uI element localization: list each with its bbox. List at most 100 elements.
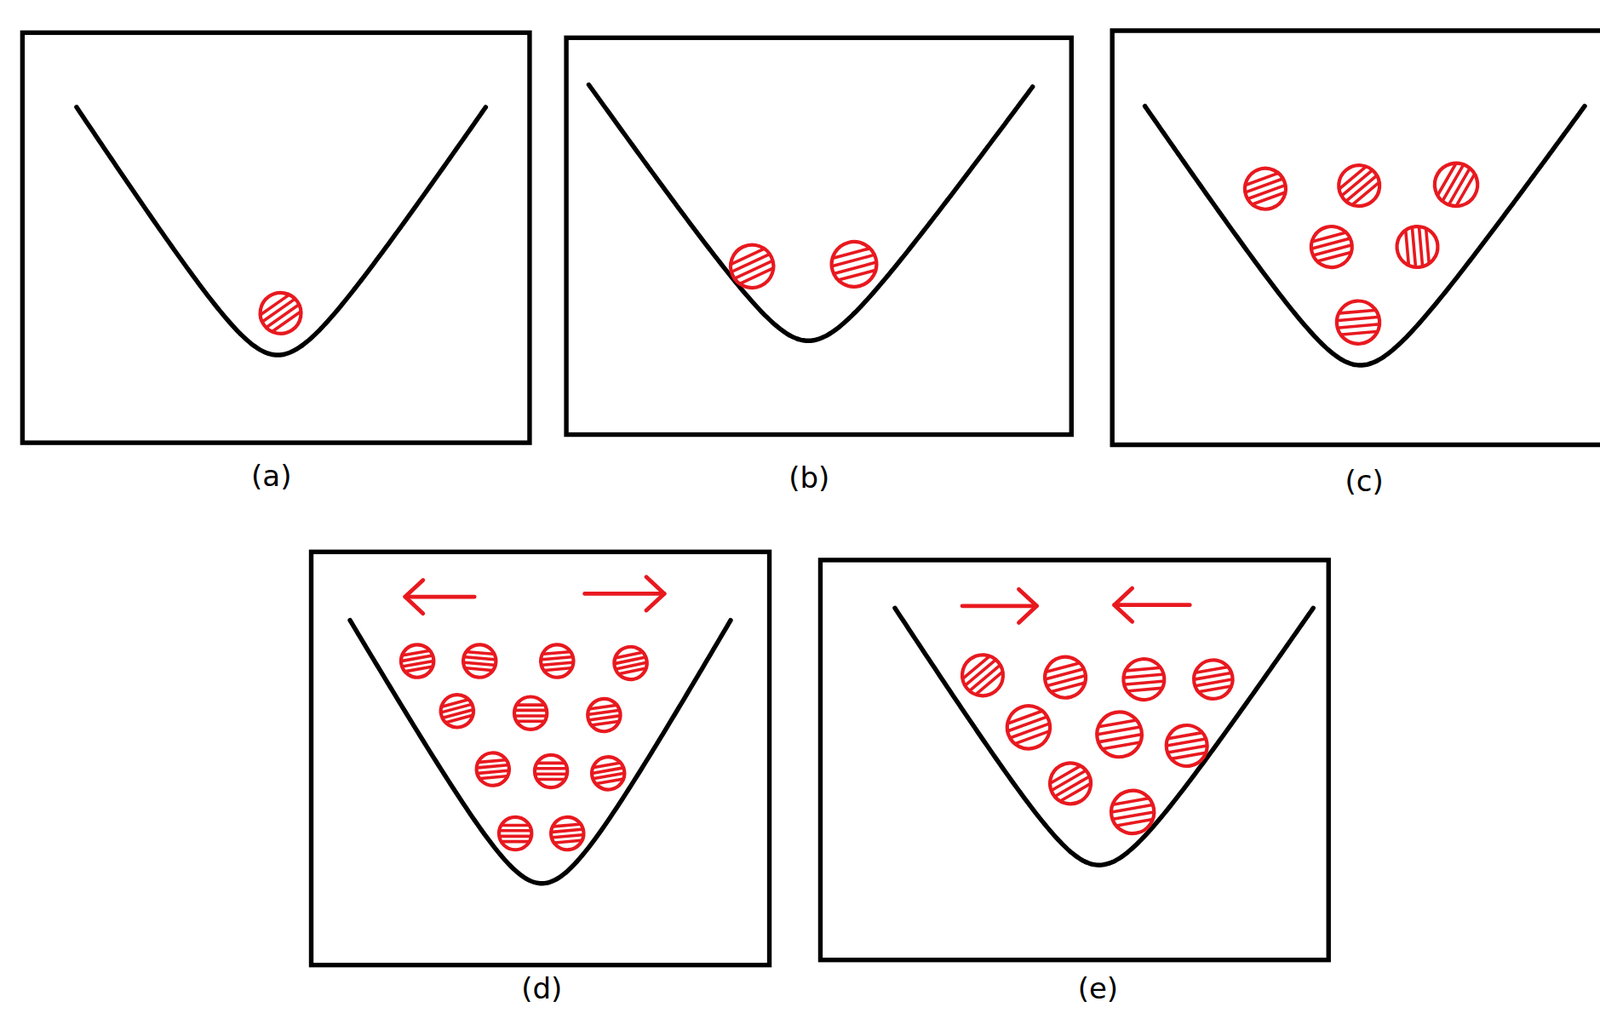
particle-outline <box>1040 652 1091 703</box>
particle-outline <box>534 755 568 788</box>
particle-hatch <box>516 709 546 713</box>
particle-outline <box>1001 699 1057 756</box>
arrow-shaft <box>584 591 665 597</box>
particle <box>1040 652 1091 703</box>
particle-outline <box>514 696 547 729</box>
particle-hatch <box>536 772 567 776</box>
particle-hatch <box>976 672 1002 694</box>
motion-arrow <box>962 589 1037 623</box>
particle-hatch <box>1340 309 1375 313</box>
particle-hatch <box>1456 175 1474 206</box>
particle <box>585 696 623 734</box>
panel-frame <box>820 560 1329 961</box>
particle-hatch <box>502 840 529 844</box>
particle <box>1427 155 1486 215</box>
particle-hatch <box>402 650 429 655</box>
particle-hatch <box>592 721 619 725</box>
panel-frame <box>310 551 769 965</box>
particle-hatch <box>500 829 531 833</box>
particle-hatch <box>1015 731 1049 744</box>
particle <box>1107 787 1158 838</box>
particle-hatch <box>406 666 432 671</box>
particle-hatch <box>517 719 545 723</box>
particle-hatch <box>542 657 573 660</box>
particle-hatch <box>480 776 506 780</box>
particle-hatch <box>1172 752 1205 759</box>
particle-hatch <box>1128 688 1161 691</box>
particle-hatch <box>1196 679 1232 686</box>
particle <box>1093 708 1146 761</box>
particle-outline <box>398 642 436 680</box>
particle <box>1190 657 1236 703</box>
particle-hatch <box>464 662 495 666</box>
particle-outline <box>498 817 532 850</box>
particle <box>436 691 477 732</box>
particle-outline <box>1395 224 1440 270</box>
particle <box>498 817 532 850</box>
potential-well-curve <box>588 84 1033 341</box>
panel-label: (b) <box>788 462 830 494</box>
particle-outline <box>1306 222 1357 273</box>
particle-hatch <box>1196 667 1228 673</box>
particle-outline <box>1107 787 1158 838</box>
particle-outline <box>436 691 477 732</box>
particle-hatch <box>479 760 505 763</box>
particle-hatch <box>1419 228 1423 265</box>
particle <box>589 754 627 792</box>
particle-hatch <box>273 312 300 332</box>
particle <box>1121 657 1166 702</box>
particle-hatch <box>1253 192 1285 204</box>
particle-hatch <box>1061 784 1090 801</box>
particle-outline <box>1121 657 1166 702</box>
particle-hatch <box>1118 820 1152 826</box>
particle-hatch <box>1249 185 1285 199</box>
panel-frame <box>22 32 530 443</box>
arrow-shaft <box>1114 602 1191 608</box>
particle <box>1001 699 1057 756</box>
potential-well-curve <box>349 620 731 884</box>
motion-arrow <box>1114 588 1191 622</box>
particle-hatch <box>619 668 646 674</box>
arrow-head <box>1114 588 1133 622</box>
particle-hatch <box>1339 324 1378 328</box>
panel-label: (a) <box>251 460 292 493</box>
particle-outline <box>550 815 586 852</box>
particle-hatch <box>1341 331 1377 334</box>
particle-hatch <box>1438 164 1456 195</box>
particle <box>1163 722 1211 770</box>
particle-hatch <box>1098 727 1139 735</box>
particle-hatch <box>590 705 616 709</box>
arrow-shaft <box>962 603 1037 608</box>
particle-hatch <box>1169 745 1206 753</box>
particle-hatch <box>1199 686 1231 692</box>
particle <box>514 696 547 729</box>
particle-hatch <box>1125 681 1163 685</box>
particle-outline <box>252 285 310 343</box>
particle <box>550 815 586 852</box>
particle <box>1238 162 1291 215</box>
particle-hatch <box>544 668 571 671</box>
particle-hatch <box>594 762 620 768</box>
particle-hatch <box>477 765 508 769</box>
particle-hatch <box>593 768 623 774</box>
particle <box>252 285 310 343</box>
particle-outline <box>723 237 781 295</box>
particle <box>534 755 568 788</box>
particle-hatch <box>1338 316 1377 321</box>
particle-hatch <box>552 829 583 832</box>
particle-hatch <box>553 824 580 827</box>
particle-outline <box>1190 657 1236 703</box>
arrow-head <box>1018 589 1037 623</box>
panel-frame <box>1112 30 1600 446</box>
particle-hatch <box>1426 229 1429 263</box>
particle-hatch <box>401 655 431 661</box>
particle-hatch <box>1051 766 1080 783</box>
particle <box>461 643 498 680</box>
arrow-head <box>405 579 424 614</box>
particle-hatch <box>552 835 583 838</box>
particle-outline <box>585 696 623 734</box>
particle <box>826 236 883 293</box>
particle-outline <box>461 643 498 680</box>
particle-hatch <box>1405 231 1409 264</box>
particle-hatch <box>1103 742 1139 749</box>
